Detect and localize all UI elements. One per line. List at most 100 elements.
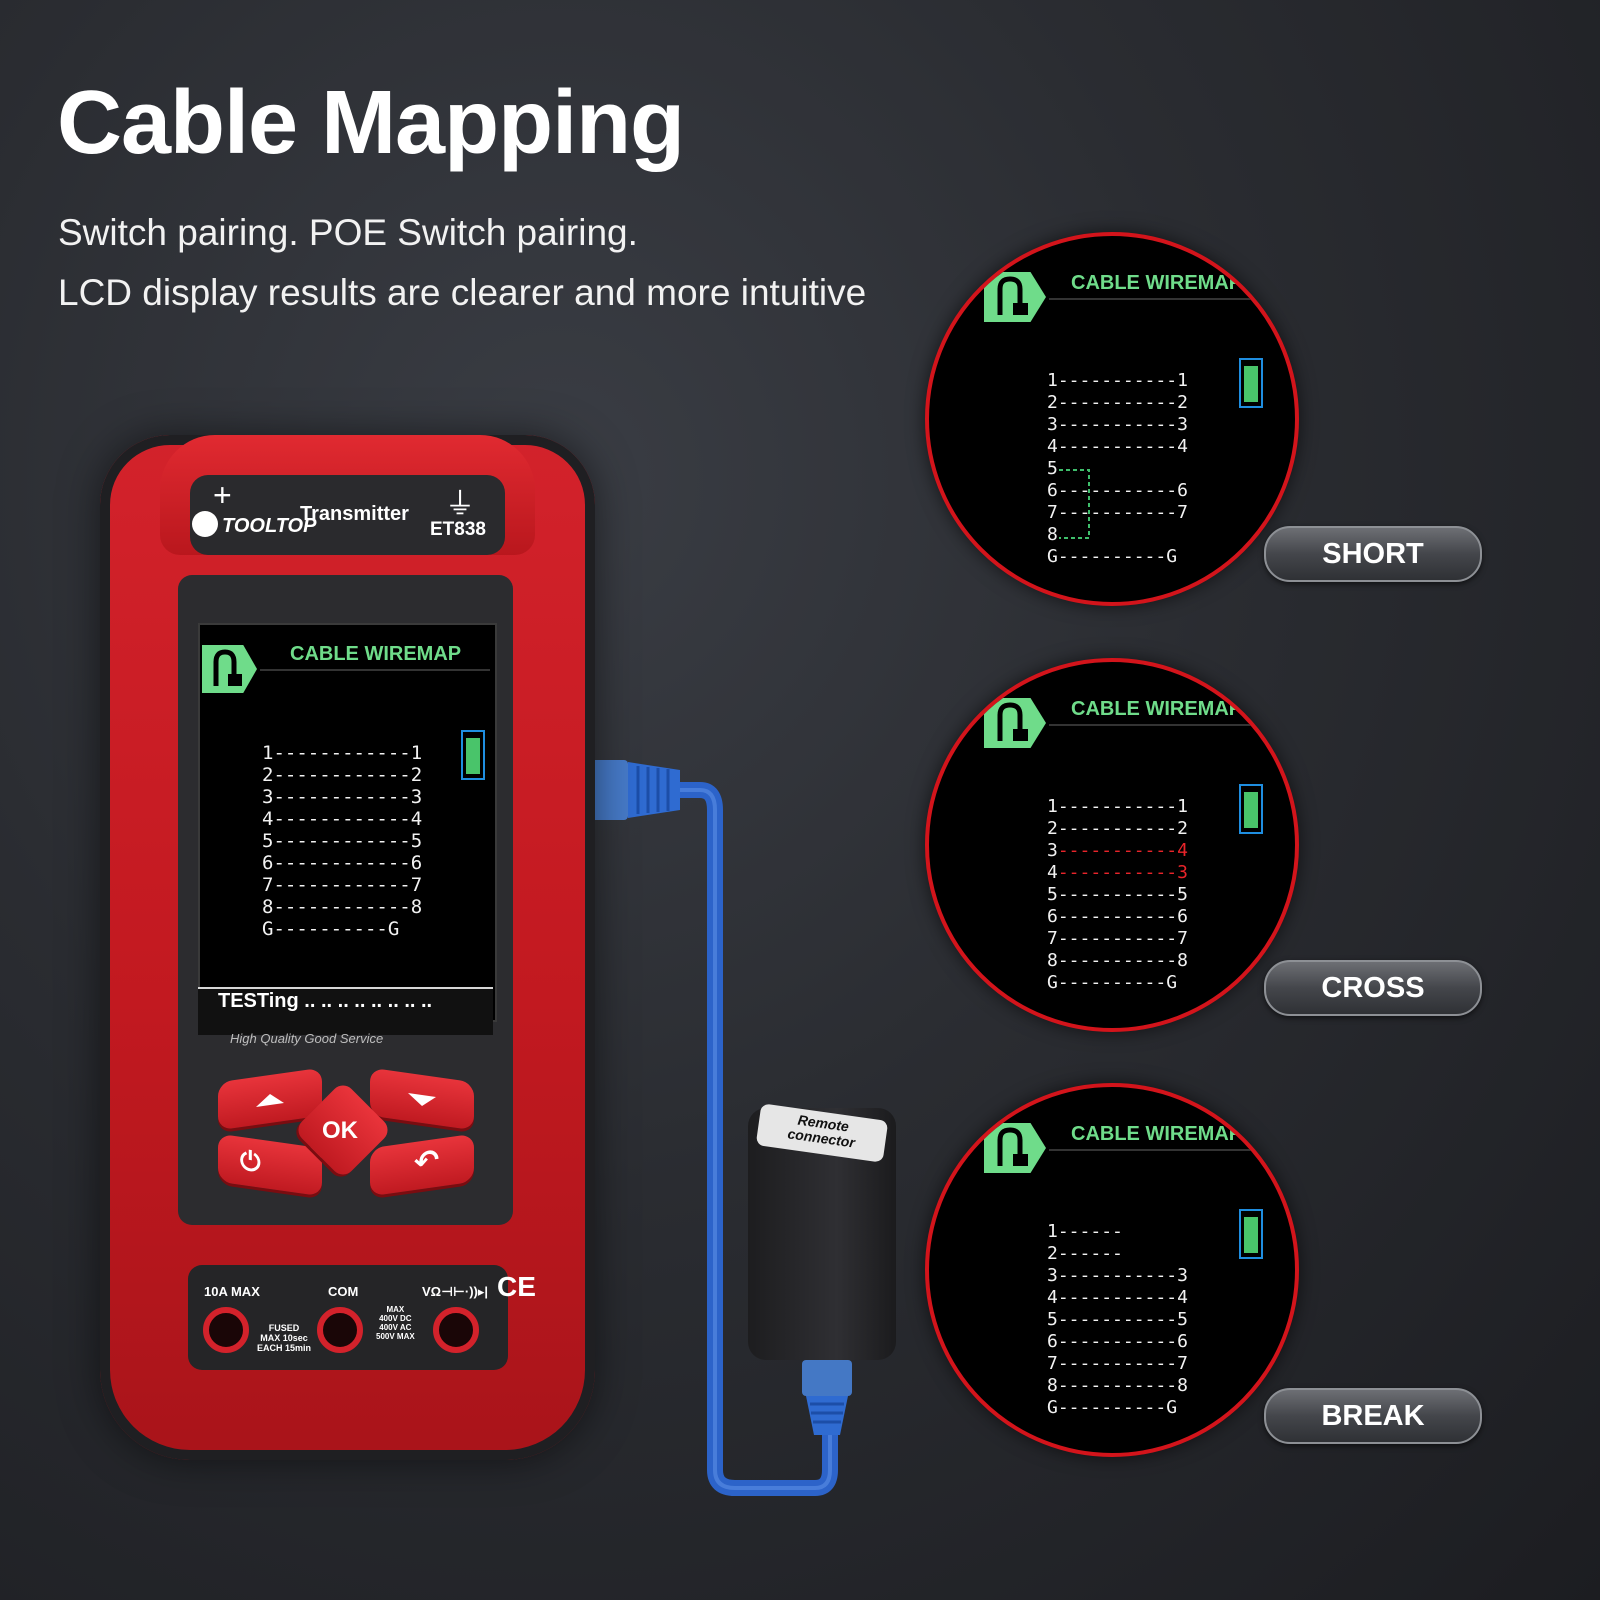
wire-line: ----------- (1057, 1287, 1178, 1308)
device-type: Transmitter (300, 503, 409, 525)
wiremap-row: 4-----------3 (1047, 862, 1188, 884)
wiremap-row: G----------G (1047, 972, 1188, 994)
wire-line: ----------- (1057, 906, 1178, 927)
brand-name: TOOLTOP (222, 515, 317, 537)
pin-left: 1 (1047, 370, 1058, 391)
wiremap-row: 7-----------7 (1047, 928, 1188, 950)
wiremap-row: G----------G (1047, 546, 1188, 568)
lcd-row: 8------------8 (262, 896, 423, 918)
pin-right: 2 (1177, 818, 1188, 839)
subtitle-line-1: Switch pairing. POE Switch pairing. (58, 212, 638, 253)
battery-icon (461, 730, 485, 780)
wiremap-row: 7-----------7 (1047, 502, 1188, 524)
wiremap-row: 4-----------4 (1047, 1287, 1188, 1309)
pin-right: 2 (1177, 392, 1188, 413)
wire-line: ---------- (1057, 546, 1167, 567)
wiremap-row: 7-----------7 (1047, 1353, 1188, 1375)
pin-right: 8 (1177, 1375, 1188, 1396)
lcd-status-text: TESTing .. .. .. .. .. .. .. .. (218, 990, 433, 1012)
wire-line: ----------- (1057, 862, 1178, 883)
down-button[interactable] (370, 1067, 474, 1131)
pin-right: G (1166, 972, 1178, 993)
rj45-plug-remote (802, 1360, 852, 1435)
lcd-row: 2------------2 (262, 764, 423, 786)
wiremap-row: 3-----------3 (1047, 414, 1188, 436)
wiremap-row: 5 (1047, 458, 1188, 480)
lcd-status-bar (198, 987, 493, 1035)
pin-right: 5 (1177, 1309, 1188, 1330)
wire-line: ----------- (1057, 1353, 1178, 1374)
wire-line: ---------- (1057, 1397, 1167, 1418)
pin-right: G (1166, 546, 1178, 567)
max-voltage-warning: MAX 400V DC 400V AC 500V MAX (376, 1305, 415, 1341)
rj45-plug-device (588, 760, 680, 820)
pin-right: 4 (1177, 436, 1188, 457)
pin-left: 4 (1047, 436, 1058, 457)
wire-line: ----------- (1057, 1375, 1178, 1396)
pin-left: G (1047, 546, 1058, 567)
plus-icon: + (213, 477, 232, 513)
page-title: Cable Mapping (57, 73, 685, 173)
wire-line: ----------- (1057, 414, 1178, 435)
pin-left: 4 (1047, 1287, 1058, 1308)
wiremap-row: 1-----------1 (1047, 796, 1188, 818)
jack-10a[interactable] (203, 1307, 249, 1353)
device-nameplate (190, 475, 505, 555)
battery-icon (1239, 358, 1263, 408)
result-label-cross: CROSS (1264, 960, 1482, 1016)
pin-left: G (1047, 1397, 1058, 1418)
lcd-row: 3------------3 (262, 786, 423, 808)
rj45-cable-icon (984, 272, 1046, 322)
wiremap-row: 5-----------5 (1047, 1309, 1188, 1331)
pin-right: 7 (1177, 928, 1188, 949)
ce-mark: CE (497, 1271, 536, 1302)
wire-line: ----------- (1057, 884, 1178, 905)
lcd-row: 7------------7 (262, 874, 423, 896)
pin-left: 5 (1047, 458, 1058, 479)
wiremap-row: 4-----------4 (1047, 436, 1188, 458)
panel-title: CABLE WIREMAP (1071, 1123, 1243, 1145)
pin-right: 1 (1177, 370, 1188, 391)
pin-right: 3 (1177, 1265, 1188, 1286)
port-com-label: COM (328, 1284, 359, 1299)
rj45-cable-icon (984, 1123, 1046, 1173)
pin-left: 3 (1047, 840, 1058, 861)
panel-title: CABLE WIREMAP (1071, 698, 1243, 720)
pin-right: 5 (1177, 884, 1188, 905)
pin-left: 5 (1047, 884, 1058, 905)
pin-right: 6 (1177, 906, 1188, 927)
wire-line: ----------- (1057, 370, 1178, 391)
wiremap-row: 2-----------2 (1047, 818, 1188, 840)
result-label-short: SHORT (1264, 526, 1482, 582)
jack-com[interactable] (317, 1307, 363, 1353)
device-model: ET838 (430, 519, 486, 540)
wiremap-row: 3-----------4 (1047, 840, 1188, 862)
up-button[interactable] (218, 1067, 322, 1131)
lcd-row: 5------------5 (262, 830, 423, 852)
wiremap-row: 1-----------1 (1047, 370, 1188, 392)
pin-left: 1 (1047, 1221, 1058, 1242)
pin-right: 3 (1177, 414, 1188, 435)
device-tagline: High Quality Good Service (230, 1031, 384, 1046)
pin-left: 3 (1047, 414, 1058, 435)
wire-line: ----------- (1057, 436, 1178, 457)
wire-line: ----------- (1057, 818, 1178, 839)
wiremap-row: 6-----------6 (1047, 1331, 1188, 1353)
pin-right: 6 (1177, 480, 1188, 501)
brand-logo-icon (192, 511, 218, 537)
up-arrow-icon (256, 1094, 284, 1107)
pin-left: 2 (1047, 392, 1058, 413)
port-v-label: VΩ⊣⊢·))▸| (422, 1284, 489, 1299)
pin-left: 6 (1047, 1331, 1058, 1352)
wire-line: ------ (1057, 1243, 1123, 1264)
wiremap-row: 8-----------8 (1047, 1375, 1188, 1397)
jack-v[interactable] (433, 1307, 479, 1353)
wire-line: ----------- (1057, 1331, 1178, 1352)
lcd-row: 4------------4 (262, 808, 423, 830)
pin-left: 7 (1047, 502, 1058, 523)
pin-left: 6 (1047, 906, 1058, 927)
